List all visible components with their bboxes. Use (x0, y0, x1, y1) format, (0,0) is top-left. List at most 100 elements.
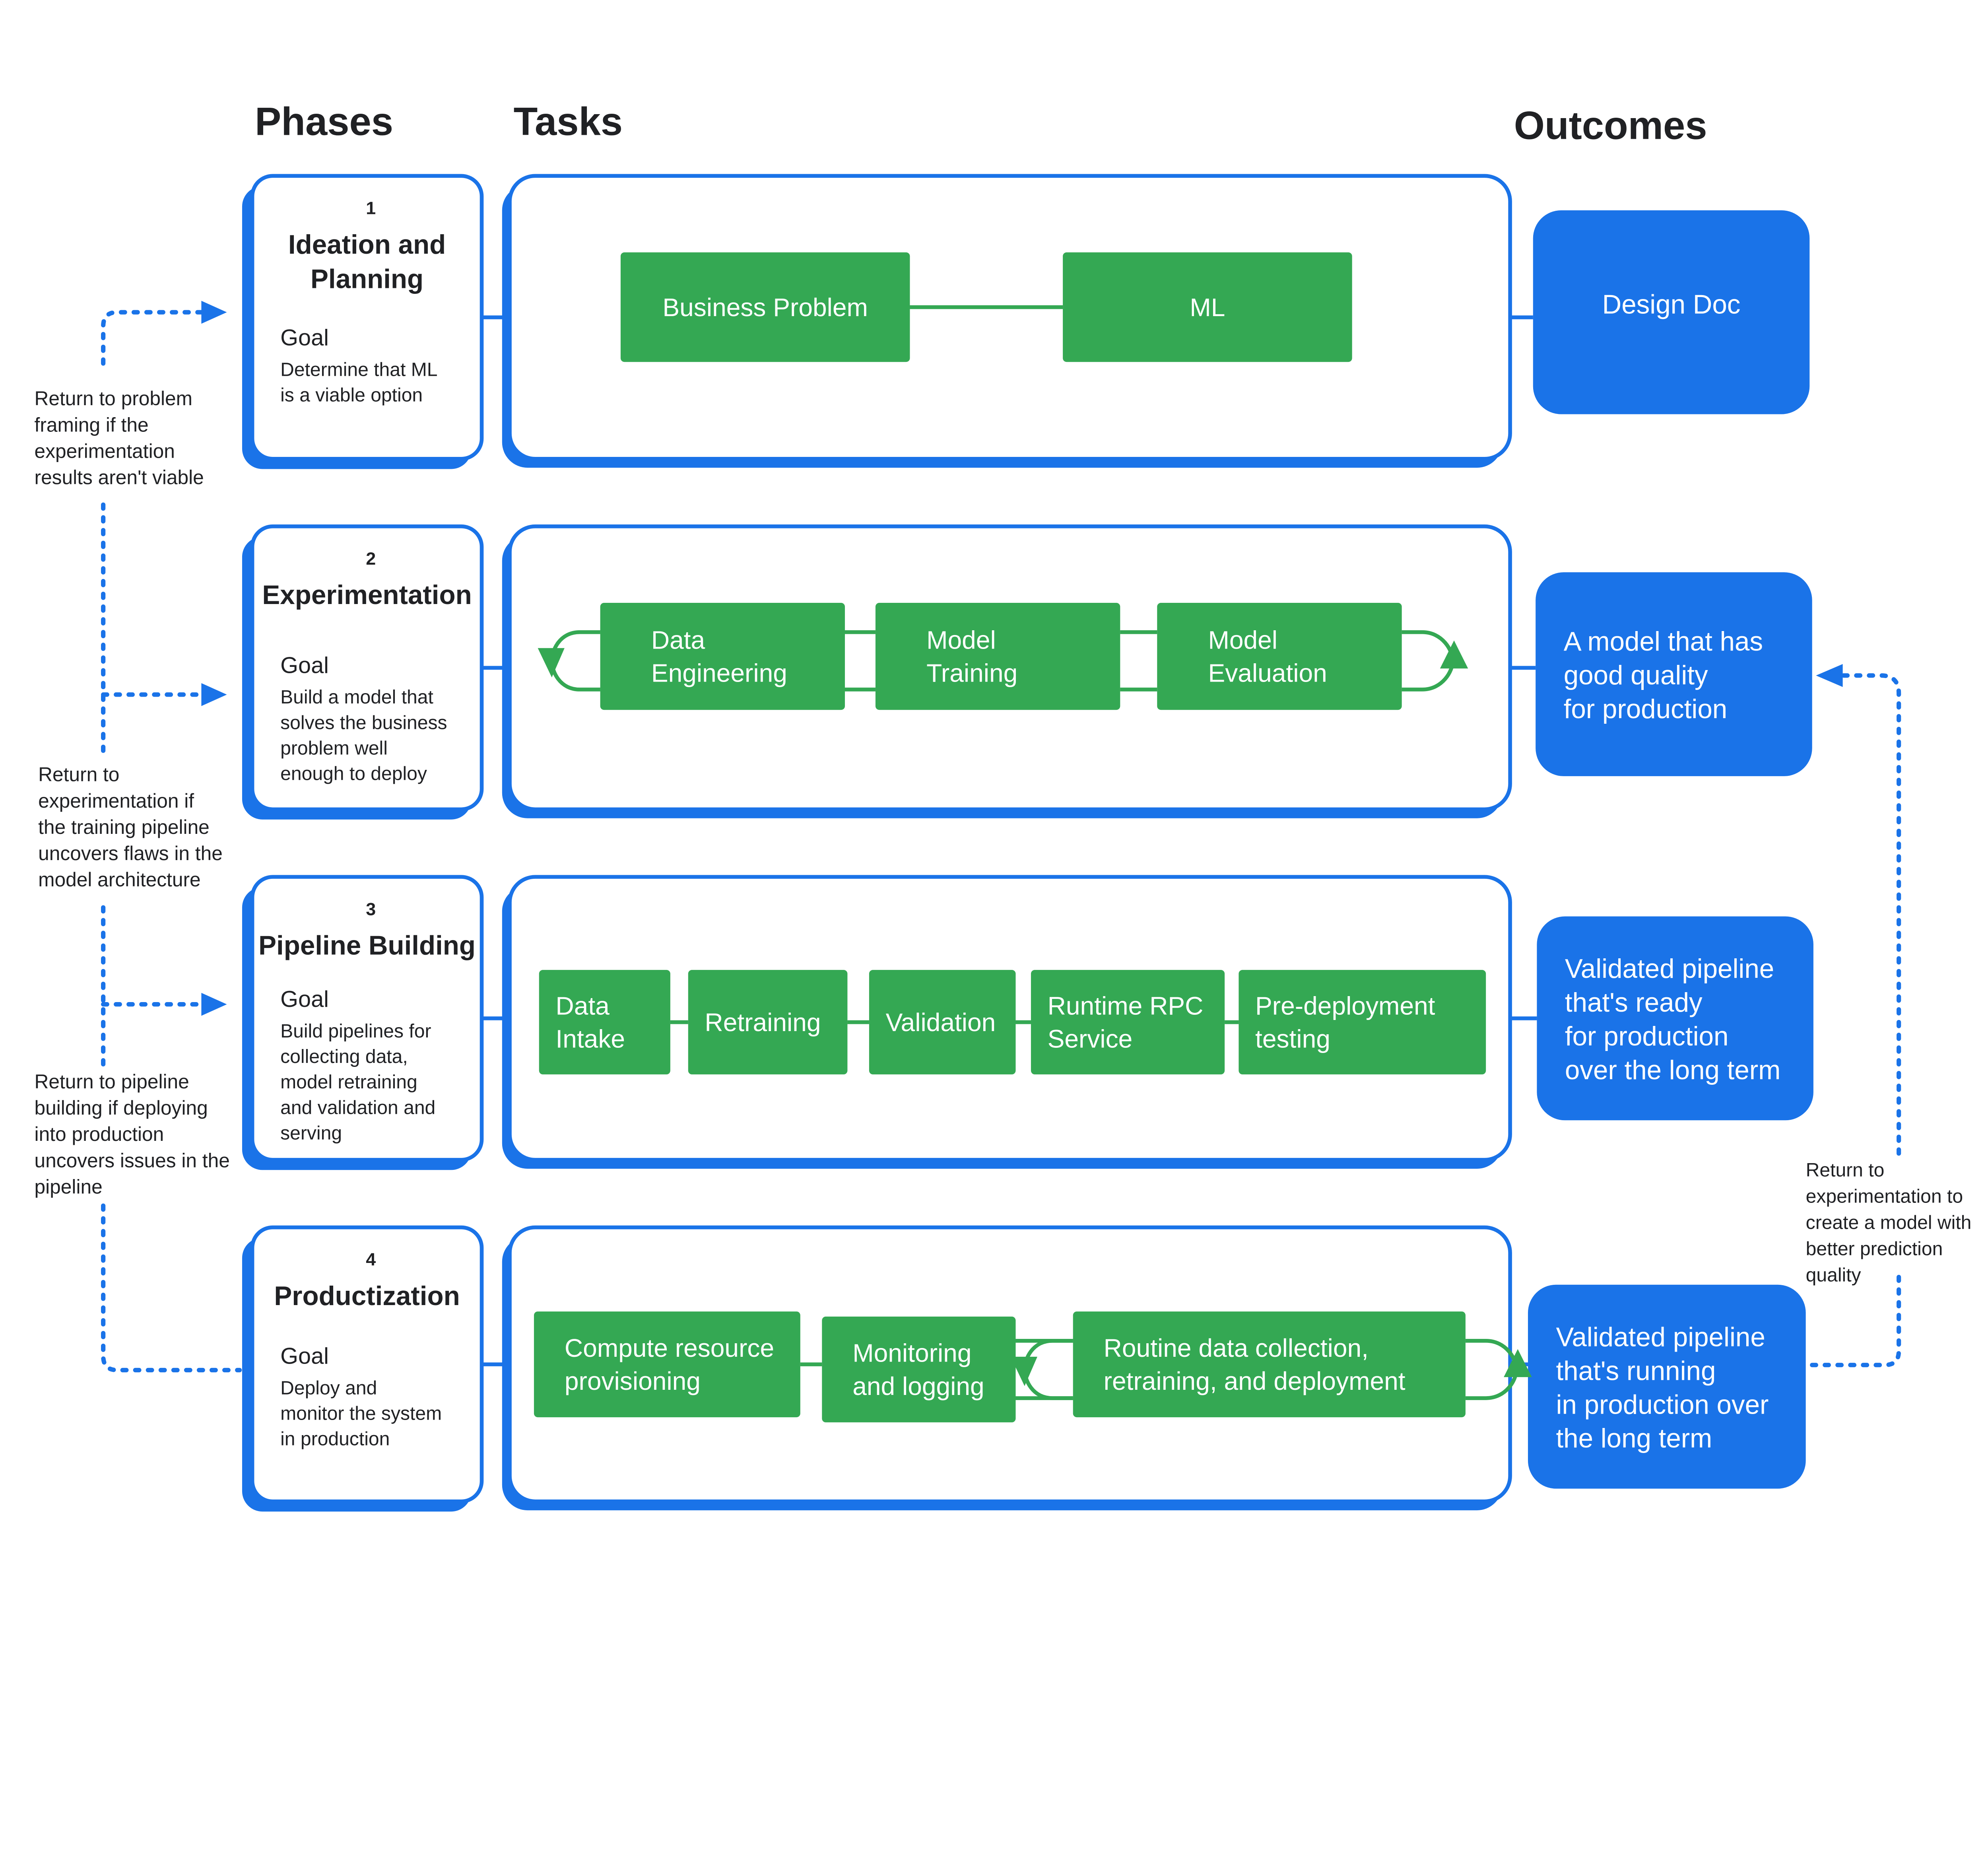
task-label: ML (1190, 293, 1225, 322)
task-box (1063, 252, 1352, 362)
task-box (1157, 603, 1402, 710)
arrow-right-icon (201, 683, 227, 706)
outcome-label: good quality (1564, 660, 1708, 690)
outcome-label: Validated pipeline (1556, 1322, 1765, 1352)
goal-label: Goal (280, 653, 329, 678)
task-box (1031, 970, 1225, 1074)
task-box (534, 1311, 800, 1418)
outcome-label: the long term (1556, 1424, 1712, 1453)
goal-description: Build a model that (280, 686, 433, 708)
phase-card (250, 174, 484, 461)
feedback-note-3: building if deploying (35, 1097, 208, 1119)
phase-number: 2 (366, 548, 376, 569)
outcome-label: for production (1564, 694, 1728, 724)
task-label: Pre-deployment (1255, 991, 1435, 1020)
feedback-note-2: the training pipeline (38, 816, 210, 838)
goal-description: Determine that ML (280, 359, 437, 381)
task-box (688, 970, 848, 1074)
outcome-label: that's running (1556, 1356, 1716, 1386)
feedback-note-1: results aren't viable (35, 466, 204, 488)
arrow-left-icon (1816, 664, 1843, 687)
task-box (600, 603, 845, 710)
task-box (1239, 970, 1486, 1074)
goal-description: monitor the system (280, 1403, 442, 1424)
task-label: Compute resource (565, 1334, 774, 1362)
feedback-note-3: pipeline (35, 1175, 103, 1198)
task-label: Model (1208, 626, 1277, 654)
task-label: Model (926, 626, 996, 654)
goal-description: serving (280, 1122, 342, 1144)
feedback-note-1: Return to problem (35, 387, 192, 410)
task-box (1073, 1311, 1466, 1418)
tasks-header: Tasks (514, 100, 623, 144)
task-label: Intake (555, 1025, 625, 1053)
outcome-box (1528, 1284, 1806, 1489)
task-label: retraining, and deployment (1104, 1367, 1406, 1395)
task-label: Data (651, 626, 705, 654)
feedback-note-2: Return to (38, 763, 119, 786)
task-label: Validation (886, 1008, 996, 1037)
goal-description: in production (280, 1428, 390, 1450)
phase-title: Experimentation (262, 580, 472, 610)
outcome-label: in production over (1556, 1390, 1769, 1420)
task-box (875, 603, 1120, 710)
arrow-right-icon (201, 993, 227, 1016)
phase-title: Planning (311, 264, 423, 294)
phase-title: Productization (274, 1281, 460, 1311)
outcome-box (1533, 210, 1810, 414)
goal-label: Goal (280, 987, 329, 1012)
task-label: Data (555, 991, 610, 1020)
goal-label: Goal (280, 325, 329, 351)
arrowhead-up-icon (1440, 640, 1468, 669)
task-box (620, 252, 910, 362)
task-label: Retraining (705, 1008, 821, 1037)
goal-description: and validation and (280, 1097, 435, 1118)
outcome-box (1536, 572, 1812, 776)
goal-label: Goal (280, 1343, 329, 1369)
task-box (822, 1316, 1016, 1422)
goal-description: solves the business (280, 712, 447, 733)
task-label: provisioning (565, 1367, 701, 1395)
goal-description: collecting data, (280, 1046, 408, 1067)
feedback-note-4: experimentation to (1806, 1185, 1963, 1207)
task-label: Routine data collection, (1104, 1334, 1369, 1362)
task-label: Business Problem (662, 293, 868, 322)
feedback-note-3: into production (35, 1123, 164, 1145)
task-label: and logging (852, 1372, 984, 1401)
goal-description: Deploy and (280, 1377, 377, 1399)
feedback-note-4: better prediction (1806, 1238, 1943, 1259)
feedback-note-4: create a model with (1806, 1212, 1972, 1233)
task-label: Engineering (651, 659, 787, 688)
feedback-note-4: Return to (1806, 1159, 1885, 1181)
phase-number: 4 (366, 1249, 376, 1270)
task-label: Monitoring (852, 1339, 971, 1368)
outcome-label: that's ready (1565, 988, 1703, 1018)
outcome-label: Design Doc (1602, 289, 1741, 319)
feedback-dotted-line (1840, 673, 1901, 1156)
arrowhead-down-icon (538, 648, 565, 678)
arrow-right-icon (201, 301, 227, 324)
arrowhead-down-icon (1010, 1356, 1037, 1386)
feedback-note-2: model architecture (38, 868, 200, 891)
feedback-note-3: Return to pipeline (35, 1070, 189, 1093)
loop-arrow (1402, 630, 1468, 692)
phase-number: 3 (366, 899, 376, 919)
task-label: testing (1255, 1025, 1330, 1053)
feedback-note-1: framing if the (35, 414, 149, 436)
task-box (539, 970, 670, 1074)
loop-arrow (1010, 1338, 1073, 1400)
feedback-note-2: uncovers flaws in the (38, 842, 223, 864)
goal-description: Build pipelines for (280, 1020, 431, 1042)
goal-description: problem well (280, 737, 388, 759)
phase-number: 1 (366, 198, 376, 218)
feedback-dotted-line (101, 310, 204, 372)
arrowhead-up-icon (1504, 1349, 1532, 1377)
goal-description: is a viable option (280, 385, 423, 406)
phase-title: Ideation and (288, 230, 446, 260)
goal-description: enough to deploy (280, 763, 427, 785)
outcomes-header: Outcomes (1514, 103, 1707, 148)
outcome-box (1537, 916, 1813, 1121)
